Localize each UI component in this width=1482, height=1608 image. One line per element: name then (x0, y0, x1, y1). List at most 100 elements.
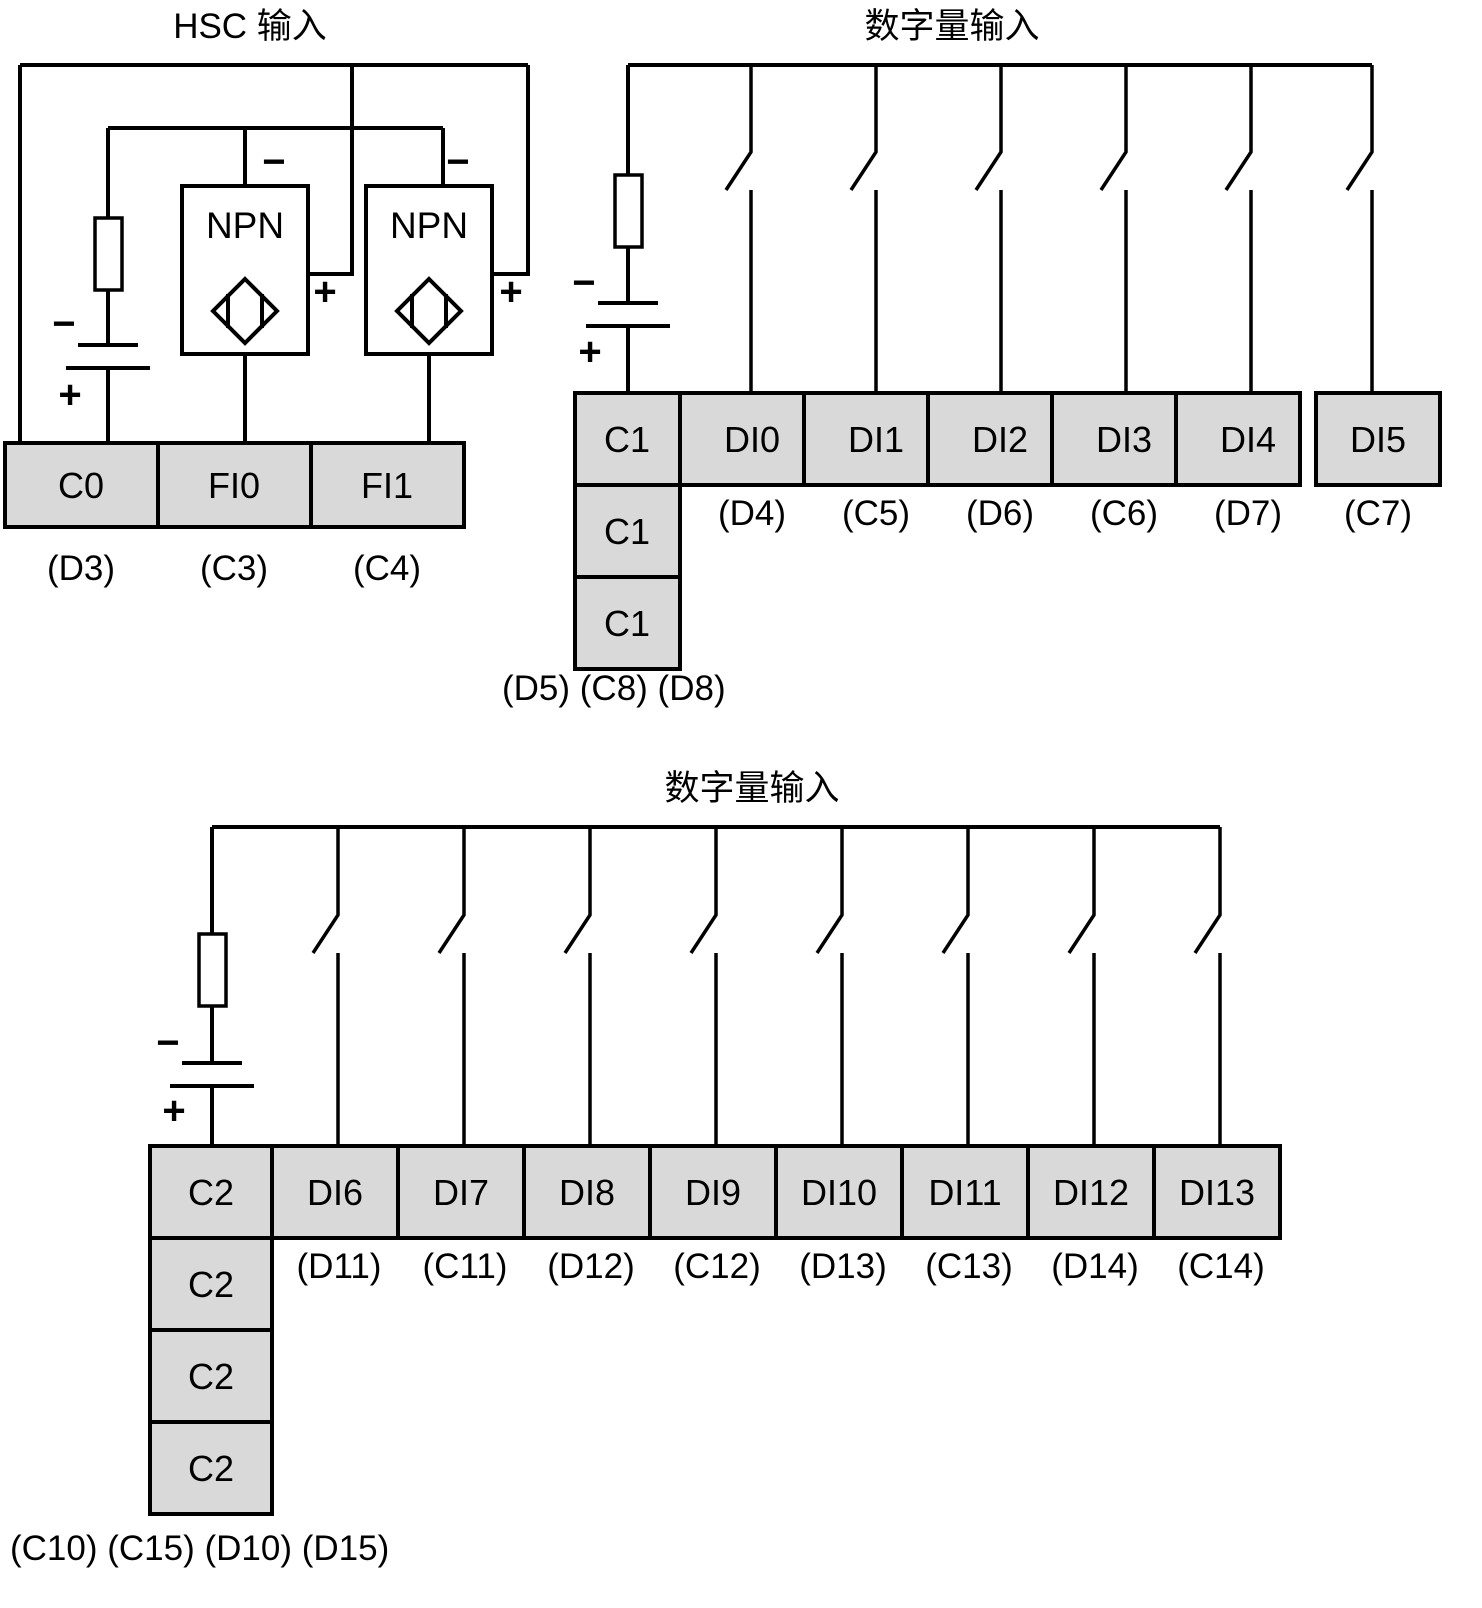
di-bottom-fuse-symbol (197, 932, 228, 1008)
npn-sensor-1-label: NPN (206, 205, 284, 246)
terminal-di7-code: (C11) (423, 1247, 508, 1286)
terminal-di1-code: (C5) (842, 494, 910, 533)
hsc-input-circuit: − + NPN − + NPN − + (3, 63, 530, 588)
terminal-di7-label: DI7 (433, 1172, 489, 1213)
terminal-di13-label: DI13 (1179, 1172, 1255, 1213)
di-top-common-stack: C1 C1 C1 (573, 391, 682, 671)
switch-di13-blade[interactable] (1193, 827, 1222, 954)
terminal-di8[interactable] (522, 1144, 652, 1240)
terminal-di3-code: (C6) (1090, 494, 1158, 533)
terminal-fi0[interactable] (156, 441, 313, 529)
di-bottom-common-codes: (C10) (C15) (D10) (D15) (10, 1529, 389, 1568)
hsc-terminal-block: C0 FI0 FI1 (D3) (C3) (C4) (3, 441, 466, 588)
npn-sensor-1-plus-sign: + (313, 270, 336, 314)
switch-di10-blade[interactable] (815, 827, 844, 954)
terminal-fi1-label: FI1 (361, 465, 413, 506)
terminal-di1-label: DI1 (848, 419, 904, 460)
switch-di0-blade[interactable] (724, 65, 753, 191)
terminal-di9-label: DI9 (685, 1172, 741, 1213)
terminal-di8-label: DI8 (559, 1172, 615, 1213)
terminal-di3[interactable] (1050, 391, 1178, 487)
terminal-di0-code: (D4) (718, 494, 786, 533)
hsc-npn1-plus-wire (310, 65, 354, 276)
switch-di6-blade[interactable] (311, 827, 340, 954)
npn-sensor-2-optical-icon (394, 276, 464, 346)
terminal-di4-code: (D7) (1214, 494, 1282, 533)
terminal-c1-row3-label: C1 (604, 603, 650, 644)
npn-sensor-1-minus-sign: − (262, 140, 285, 184)
terminal-c2-row3[interactable] (148, 1328, 274, 1424)
terminal-fi0-label: FI0 (208, 465, 260, 506)
di-top-terminal-block: DI0 DI1 DI2 DI3 DI4 DI5 (D4) (C5) (D6) (… (678, 391, 1442, 533)
terminal-fi1[interactable] (309, 441, 466, 529)
switch-di4-blade[interactable] (1224, 65, 1253, 191)
switch-di1-blade[interactable] (849, 65, 878, 191)
hsc-battery-minus-sign: − (52, 302, 75, 346)
terminal-di3-label: DI3 (1096, 419, 1152, 460)
terminal-di11-code: (C13) (925, 1247, 1013, 1286)
terminal-di5-label: DI5 (1350, 419, 1406, 460)
terminal-di13[interactable] (1152, 1144, 1282, 1240)
terminal-di5-code: (C7) (1344, 494, 1412, 533)
di-bottom-terminal-block: DI6 DI7 DI8 DI9 DI10 DI11 DI12 DI13 (D11… (270, 1144, 1282, 1286)
terminal-di4-label: DI4 (1220, 419, 1276, 460)
terminal-di0-label: DI0 (724, 419, 780, 460)
terminal-fi1-code: (C4) (353, 549, 421, 588)
di-top-common-codes: (D5) (C8) (D8) (502, 669, 726, 708)
hsc-right-plus-wire (490, 65, 530, 276)
switch-di9-blade[interactable] (689, 827, 718, 954)
di-bottom-common-stack: C2 C2 C2 C2 (148, 1144, 274, 1516)
terminal-di6[interactable] (270, 1144, 400, 1240)
terminal-di11-label: DI11 (928, 1172, 1001, 1213)
terminal-di5[interactable] (1314, 391, 1442, 487)
switch-di3-blade[interactable] (1099, 65, 1128, 191)
terminal-di8-code: (D12) (547, 1247, 635, 1286)
npn-sensor-1-optical-icon (210, 276, 280, 346)
terminal-c2-row4[interactable] (148, 1420, 274, 1516)
npn-sensor-2-plus-sign: + (499, 270, 522, 314)
terminal-di7[interactable] (396, 1144, 526, 1240)
terminal-c1-row2-label: C1 (604, 511, 650, 552)
npn-sensor-2-body (364, 184, 494, 356)
terminal-di10-code: (D13) (799, 1247, 887, 1286)
switch-di2-blade[interactable] (974, 65, 1003, 191)
digital-input-top-title: 数字量输入 (864, 7, 1039, 46)
npn-sensor-1-body (180, 184, 310, 356)
hsc-battery-plus-sign: + (58, 373, 81, 417)
switch-di12-blade[interactable] (1067, 827, 1096, 954)
switch-di11-blade[interactable] (941, 827, 970, 954)
terminal-di2-code: (D6) (966, 494, 1034, 533)
terminal-c1-row1[interactable] (573, 391, 682, 487)
di-top-battery-plus-sign: + (578, 330, 601, 374)
hsc-fuse-symbol (93, 216, 124, 292)
terminal-di12[interactable] (1026, 1144, 1156, 1240)
terminal-di13-code: (C14) (1177, 1247, 1265, 1286)
di-bottom-battery-minus-sign: − (156, 1021, 179, 1065)
terminal-di12-label: DI12 (1053, 1172, 1129, 1213)
terminal-c2-row2[interactable] (148, 1236, 274, 1332)
di-top-battery-minus-sign: − (572, 261, 595, 305)
terminal-di4[interactable] (1174, 391, 1302, 487)
terminal-c0-label: C0 (58, 465, 104, 506)
terminal-c0-code: (D3) (47, 549, 115, 588)
terminal-c2-row3-label: C2 (188, 1356, 234, 1397)
terminal-di2-label: DI2 (972, 419, 1028, 460)
digital-input-bottom-circuit: − + C2 (10, 825, 1282, 1568)
di-top-fuse-symbol (613, 173, 644, 249)
terminal-di6-code: (D11) (297, 1247, 382, 1286)
terminal-c2-row2-label: C2 (188, 1264, 234, 1305)
switch-di5-blade[interactable] (1345, 65, 1374, 191)
terminal-c1-row3[interactable] (573, 575, 682, 671)
npn-sensor-2-minus-sign: − (446, 140, 469, 184)
terminal-di6-label: DI6 (307, 1172, 363, 1213)
switch-di8-blade[interactable] (563, 827, 592, 954)
terminal-c2-row4-label: C2 (188, 1448, 234, 1489)
terminal-di10[interactable] (774, 1144, 904, 1240)
hsc-input-title: HSC 输入 (173, 7, 327, 46)
terminal-fi0-code: (C3) (200, 549, 268, 588)
terminal-di9-code: (C12) (673, 1247, 761, 1286)
terminal-c2-row1-label: C2 (188, 1172, 234, 1213)
switch-di7-blade[interactable] (437, 827, 466, 954)
